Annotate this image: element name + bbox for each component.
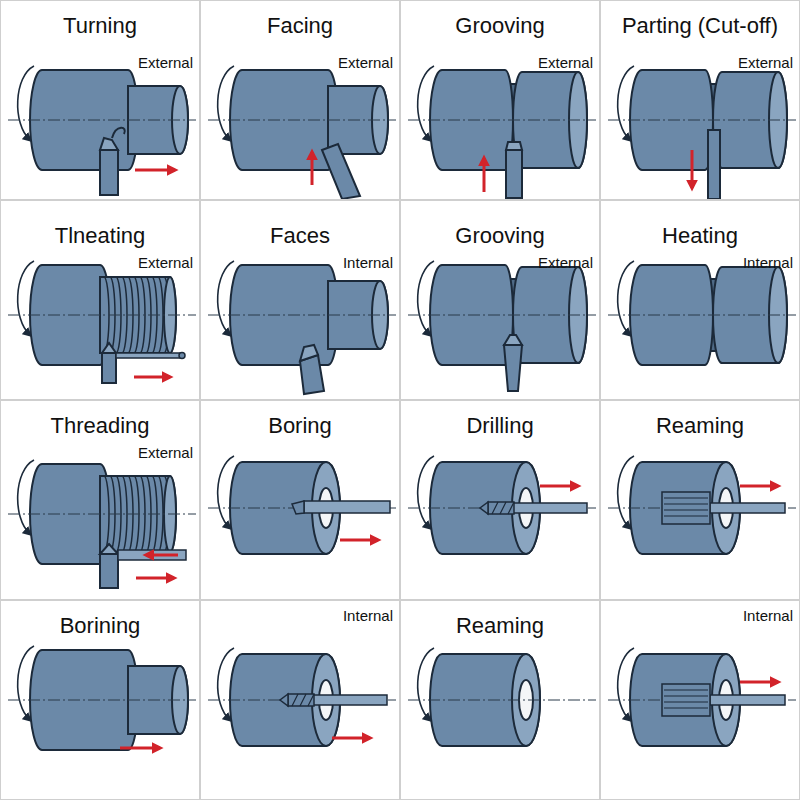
- side-label: Internal: [601, 607, 799, 625]
- boring-figure: [8, 646, 196, 750]
- operation-cell: Drilling: [400, 400, 600, 600]
- operation-cell: GroovingExternal: [400, 0, 600, 200]
- operation-cell: TlneatingExternal: [0, 200, 200, 400]
- side-label: External: [1, 254, 199, 272]
- operation-cell: FacesInternal: [200, 200, 400, 400]
- operation-title: Reaming: [601, 413, 799, 439]
- operation-cell: Internal: [600, 600, 800, 800]
- threading-figure: [8, 261, 196, 383]
- operation-title: Reaming: [401, 613, 599, 639]
- operation-title: Grooving: [401, 223, 599, 249]
- reaming-figure: [608, 456, 796, 554]
- operation-title: Parting (Cut-off): [601, 13, 799, 39]
- boring-figure: [208, 456, 396, 554]
- operation-title: Faces: [201, 223, 399, 249]
- facing-internal-figure: [208, 261, 396, 394]
- operation-cell: Borining: [0, 600, 200, 800]
- side-label: External: [1, 54, 199, 72]
- operation-cell: Boring: [200, 400, 400, 600]
- drilling-figure: [208, 648, 396, 746]
- reaming-figure: [408, 648, 596, 746]
- turning-figure: [8, 66, 196, 195]
- heating-figure: [608, 261, 796, 365]
- operation-cell: ThreadingExternal: [0, 400, 200, 600]
- side-label: External: [1, 444, 199, 462]
- operation-cell: Parting (Cut-off) External: [600, 0, 800, 200]
- reaming-figure: [608, 648, 796, 746]
- side-label: External: [201, 54, 399, 72]
- operation-cell: Internal: [200, 600, 400, 800]
- operation-title: Tlneating: [1, 223, 199, 249]
- grooving-figure: [408, 66, 596, 198]
- operation-cell: HeatingInternal: [600, 200, 800, 400]
- operation-title: Borining: [1, 613, 199, 639]
- side-label: Internal: [201, 254, 399, 272]
- parting-figure: [608, 66, 796, 199]
- operation-title: Boring: [201, 413, 399, 439]
- side-label: Internal: [601, 254, 799, 272]
- operation-title: Heating: [601, 223, 799, 249]
- drilling-figure: [408, 456, 596, 554]
- operation-cell: GroovingExternal: [400, 200, 600, 400]
- side-label: External: [401, 254, 599, 272]
- operation-cell: Reaming: [600, 400, 800, 600]
- operation-title: Turning: [1, 13, 199, 39]
- operation-title: Facing: [201, 13, 399, 39]
- grooving-figure: [408, 261, 596, 391]
- threading-figure: [8, 460, 196, 588]
- operation-cell: Reaming: [400, 600, 600, 800]
- side-label: Internal: [201, 607, 399, 625]
- operation-cell: TurningExternal: [0, 0, 200, 200]
- side-label: External: [401, 54, 599, 72]
- operation-title: Drilling: [401, 413, 599, 439]
- operation-title: Grooving: [401, 13, 599, 39]
- facing-figure: [208, 66, 396, 199]
- operation-title: Threading: [1, 413, 199, 439]
- operation-cell: FacingExternal: [200, 0, 400, 200]
- side-label: External: [601, 54, 799, 72]
